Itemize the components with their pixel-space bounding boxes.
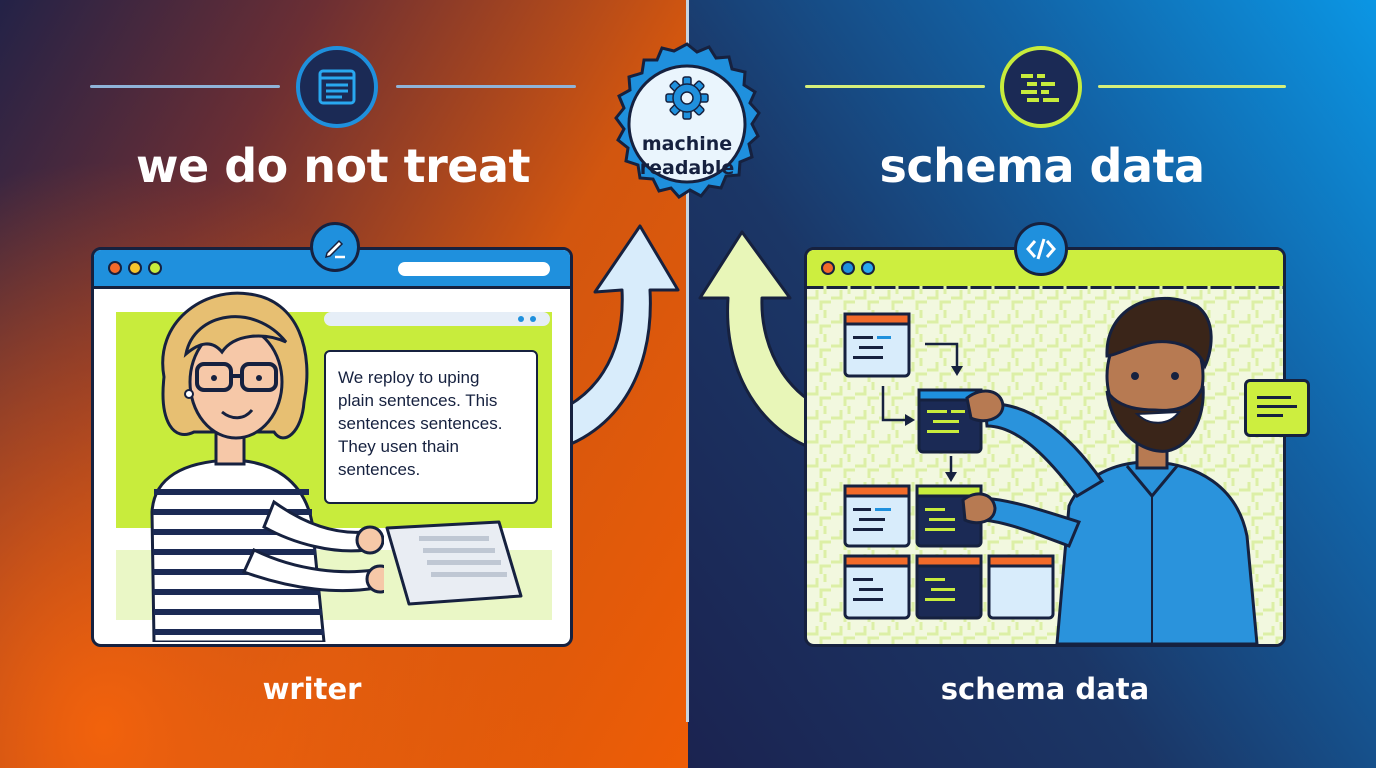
code-block-6 bbox=[915, 554, 983, 620]
left-caption: writer bbox=[262, 672, 362, 706]
developer-person bbox=[961, 296, 1259, 644]
writer-text-line-4: They usen thain bbox=[338, 437, 459, 456]
keyboard-icon bbox=[385, 520, 523, 606]
writer-toolbar-pill bbox=[324, 312, 550, 326]
writer-person bbox=[150, 291, 384, 642]
left-heading: we do not treat bbox=[135, 139, 531, 193]
document-window-icon bbox=[296, 46, 378, 128]
right-header-line-left bbox=[805, 85, 985, 88]
writer-text-card: We reploy to uping plain sentences. This… bbox=[324, 350, 538, 504]
badge-line-machine: machine bbox=[641, 133, 733, 155]
writer-window: We reploy to uping plain sentences. This… bbox=[91, 247, 573, 647]
writer-text-line-3: sentences sentences. bbox=[338, 414, 503, 433]
pencil-icon bbox=[310, 222, 360, 272]
right-heading: schema data bbox=[879, 139, 1205, 193]
machine-readable-badge: machine readable bbox=[602, 40, 772, 210]
window-dot-green bbox=[148, 261, 162, 275]
code-block-5 bbox=[843, 554, 911, 620]
schema-blocks-diagram bbox=[807, 286, 1283, 644]
code-lines-icon bbox=[1000, 46, 1082, 128]
code-brackets-icon bbox=[1014, 222, 1068, 276]
code-block-7 bbox=[987, 554, 1055, 620]
window-dot-blue bbox=[841, 261, 855, 275]
code-block-3 bbox=[843, 484, 911, 548]
left-header-line-left bbox=[90, 85, 280, 88]
writer-text-line-1: We reploy to uping bbox=[338, 368, 480, 387]
window-dot-red bbox=[108, 261, 122, 275]
writer-text-line-2: plain sentences. This bbox=[338, 391, 498, 410]
address-bar bbox=[398, 262, 550, 276]
side-note-card bbox=[1244, 379, 1310, 437]
right-header-line-right bbox=[1098, 85, 1286, 88]
right-caption: schema data bbox=[940, 672, 1150, 706]
window-dot-lightblue bbox=[861, 261, 875, 275]
badge-line-readable: readable bbox=[639, 157, 735, 179]
gear-icon bbox=[663, 74, 711, 122]
writer-text-line-5: sentences. bbox=[338, 460, 421, 479]
window-dot-yellow bbox=[128, 261, 142, 275]
code-block-1 bbox=[843, 312, 911, 378]
center-divider bbox=[686, 0, 689, 722]
window-dot-red bbox=[821, 261, 835, 275]
left-header-line-right bbox=[396, 85, 576, 88]
schema-window bbox=[804, 247, 1286, 647]
